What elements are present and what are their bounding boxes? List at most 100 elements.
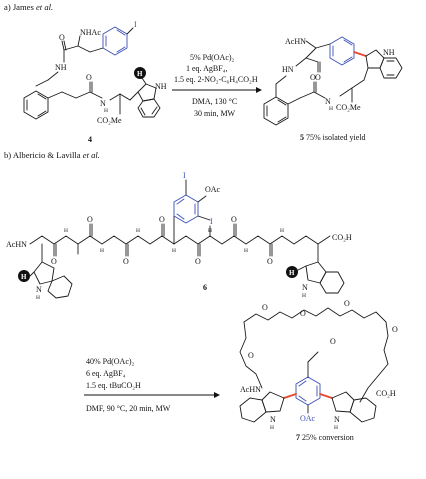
b-o-5: O (195, 257, 201, 266)
p7-right-n: N (334, 415, 340, 424)
p7-right-indole-benzo (349, 397, 377, 423)
benzene-ring (23, 90, 49, 120)
cond-b-2: 6 eq. AgBF₄ (86, 369, 126, 378)
ch-h-label: H (137, 70, 143, 78)
b-diiodoaryl-ring (173, 194, 199, 224)
b-co2h-label: CO₂H (332, 233, 352, 242)
p7-o-2: O (300, 309, 306, 318)
cond-a-1: 5% Pd(OAc)₂ (190, 53, 235, 62)
new-cc-bond (353, 51, 367, 57)
b-right-indole-h: H (302, 293, 306, 299)
ch-activation-marker-icon: H (134, 67, 147, 85)
peptide-backbone (29, 235, 331, 245)
part-a: a) James et al. I NHAc O NH (4, 2, 403, 144)
p7-right-h: H (334, 425, 338, 431)
indole-nh-label: NH (155, 82, 167, 91)
b-o-7: O (267, 257, 273, 266)
reaction-arrow-a: 5% Pd(OAc)₂ 1 eq. AgBF₄, 1.5 eq. 2-NO₂-C… (172, 53, 262, 118)
ch-activation-marker-icon: H (18, 270, 35, 282)
amide-n-label: N (100, 99, 106, 108)
p7-oac: OAc (300, 414, 316, 423)
p7-achn: AcHN (240, 385, 261, 394)
b-nh-h3: H (136, 228, 140, 234)
b-oac-label: OAc (205, 185, 221, 194)
amide-h-label: H (104, 108, 108, 114)
b-nh-h7: H (280, 228, 284, 234)
b-o-3: O (123, 257, 129, 266)
carbonyl-o2-label: O (86, 73, 92, 82)
b-achn-label: AcHN (6, 240, 27, 249)
b-ch-h-right: H (289, 269, 295, 277)
b-right-indole-n: N (302, 283, 308, 292)
product-indole-nh: NH (383, 48, 395, 57)
reactant-4: I NHAc O NH O N H (23, 20, 167, 144)
achn-label: AcHN (285, 37, 306, 46)
p7-central-aryl (295, 376, 321, 406)
product-5-caption: 5 75% isolated yield (300, 133, 366, 142)
iodophenyl-ring (102, 26, 128, 56)
p7-o-4: O (392, 325, 398, 334)
cond-a-4: DMA, 130 °C (192, 97, 237, 106)
p7-new-bond-left (283, 393, 297, 399)
b-iodine-top: I (183, 171, 186, 180)
b-o-4: O (159, 215, 165, 224)
reactant-6: AcHN O O O O O O O CO₂H H H H H H H (6, 171, 352, 301)
b-nh-h4: H (172, 248, 176, 254)
p7-co2h: CO₂H (376, 389, 396, 398)
product-indole-benzo (379, 57, 403, 79)
product-co2me: CO₂Me (336, 103, 361, 112)
b-left-indole-n: N (36, 285, 42, 294)
b-nh-h2: H (100, 248, 104, 254)
b-left-indole-h: H (36, 295, 40, 301)
b-left-indole-pyrrole (33, 261, 55, 285)
co2me-label: CO₂Me (97, 116, 122, 125)
amide-nh-label: NH (55, 63, 67, 72)
product-7: O O O O O O AcHN CO₂H OAc N H (239, 299, 398, 442)
product-amide-n: N (325, 97, 331, 106)
b-ch-h-left: H (21, 273, 27, 281)
carbonyl-o-label: O (59, 33, 65, 42)
compound-4-label: 4 (88, 135, 92, 144)
cond-a-5: 30 min, MW (194, 109, 236, 118)
cond-b-4: DMF, 90 °C, 20 min, MW (86, 404, 171, 413)
product-o2: O (315, 73, 321, 82)
product-amide-h: H (329, 106, 333, 112)
product-phenyl-ring (329, 36, 355, 66)
nhac-label: NHAc (80, 28, 101, 37)
b-right-indole-pyrrole (305, 261, 327, 284)
part-a-label: a) James et al. (4, 2, 53, 12)
cond-b-3: 1.5 eq. tBuCO₂H (86, 381, 141, 390)
indole-pyrrole-ring (137, 83, 157, 102)
p7-left-indole-pyrrole (261, 391, 285, 413)
b-iodine-bottom: I (210, 217, 213, 226)
compound-6-label: 6 (203, 283, 207, 292)
indole-benzo-ring (137, 98, 161, 118)
p7-o-6: O (330, 337, 336, 346)
part-b: b) Albericio & Lavilla et al. AcHN O O O… (4, 150, 398, 442)
product-o1: O (310, 73, 316, 82)
p7-left-h: H (270, 425, 274, 431)
b-right-indole-benzo (319, 271, 345, 294)
part-b-label: b) Albericio & Lavilla et al. (4, 150, 100, 160)
b-o-1: O (51, 257, 57, 266)
reaction-arrow-b: 40% Pd(OAc)₂ 6 eq. AgBF₄ 1.5 eq. tBuCO₂H… (84, 357, 220, 413)
ch-activation-marker-icon: H (286, 265, 307, 278)
cond-a-2: 1 eq. AgBF₄, (186, 64, 227, 73)
cond-b-1: 40% Pd(OAc)₂ (86, 357, 135, 366)
b-o-2: O (87, 215, 93, 224)
b-nh-h6: H (244, 248, 248, 254)
product-hn: HN (282, 65, 294, 74)
product-benzene-ring (263, 96, 289, 126)
p7-o-5: O (248, 351, 254, 360)
product-5: AcHN NH CO₂Me N H O (263, 36, 403, 142)
p7-new-bond-right (319, 393, 333, 399)
p7-o-1: O (262, 303, 268, 312)
cond-a-3: 1.5 eq. 2-NO₂-C₆H₄CO₂H (174, 75, 258, 84)
product-7-caption: 7 25% conversion (296, 433, 354, 442)
p7-left-indole-benzo (239, 397, 267, 423)
b-nh-h1: H (64, 228, 68, 234)
iodine-label: I (134, 20, 137, 29)
p7-o-3: O (344, 299, 350, 308)
p7-left-n: N (270, 415, 276, 424)
